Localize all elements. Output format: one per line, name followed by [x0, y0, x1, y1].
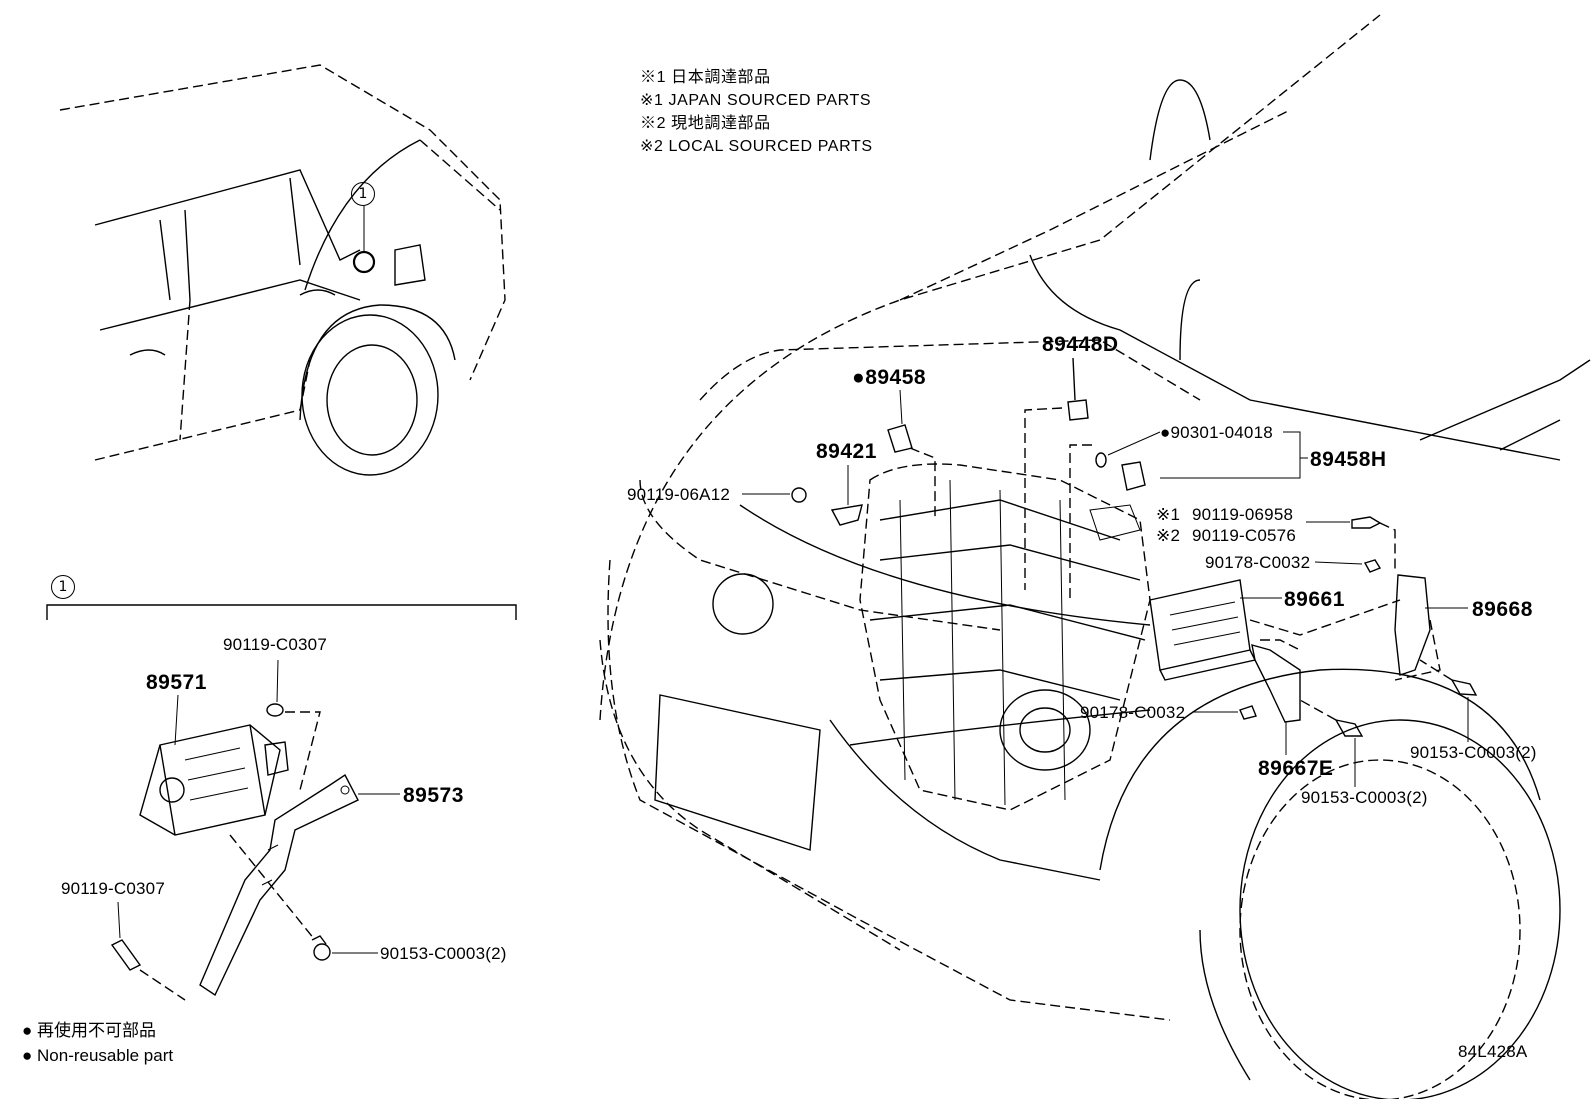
part-90153-C0003-right[interactable]: 90153-C0003(2): [1410, 743, 1537, 762]
front-car-illustration: [599, 14, 1591, 1099]
part-89661[interactable]: 89661: [1284, 588, 1345, 611]
part-89458[interactable]: ●89458: [852, 366, 927, 389]
note-local-en: ※2 LOCAL SOURCED PARTS: [640, 138, 873, 155]
part-90119-C0307-left[interactable]: 90119-C0307: [61, 879, 165, 898]
non-reusable-bullet-icon: ●: [22, 1021, 33, 1040]
part-90119-06A12[interactable]: 90119-06A12: [627, 485, 731, 504]
part-89458H[interactable]: 89458H: [1310, 448, 1387, 471]
non-reusable-bullet-icon: ●: [22, 1046, 33, 1065]
note-local-jp: ※2 現地調達部品: [640, 115, 771, 132]
part-90153-C0003-detail[interactable]: 90153-C0003(2): [380, 944, 507, 963]
part-89448D[interactable]: 89448D: [1042, 333, 1119, 356]
rear-car-illustration: [59, 64, 506, 476]
legend-en: ● Non-reusable part: [22, 1047, 173, 1064]
part-89667E[interactable]: 89667E: [1258, 757, 1334, 780]
diagram-code: 84L428A: [1458, 1042, 1528, 1061]
note-japan-jp: ※1 日本調達部品: [640, 69, 771, 86]
detail-bracket: [46, 604, 517, 620]
legend-en-text: Non-reusable part: [37, 1046, 174, 1065]
part-90119-C0307-top[interactable]: 90119-C0307: [223, 635, 327, 654]
part-90178-C0032-lower[interactable]: 90178-C0032: [1080, 703, 1186, 722]
part-89571[interactable]: 89571: [146, 671, 207, 694]
part-90153-C0003-mid[interactable]: 90153-C0003(2): [1301, 788, 1428, 807]
part-89668[interactable]: 89668: [1472, 598, 1533, 621]
part-89421[interactable]: 89421: [816, 440, 877, 463]
ref-marker-2: ※2: [1156, 526, 1181, 545]
front-parts-linework: [742, 357, 1478, 787]
non-reusable-bullet-icon: ●: [1160, 423, 1171, 442]
part-89573[interactable]: 89573: [403, 784, 464, 807]
engine-assembly: [739, 463, 1151, 811]
detail-assembly: [110, 659, 400, 1001]
ref-marker-1: ※1: [1156, 505, 1181, 524]
non-reusable-bullet-icon: ●: [852, 366, 866, 389]
part-90119-C0576[interactable]: 90119-C0576: [1192, 526, 1296, 545]
note-japan-en: ※1 JAPAN SOURCED PARTS: [640, 92, 872, 109]
detail-marker-1: 1: [51, 575, 75, 599]
part-90178-C0032-upper[interactable]: 90178-C0032: [1205, 553, 1311, 572]
legend-jp: ● 再使用不可部品: [22, 1022, 156, 1039]
callout-marker-1: 1: [351, 182, 375, 206]
part-90301-04018[interactable]: ●90301-04018: [1160, 423, 1273, 442]
part-90119-06958[interactable]: 90119-06958: [1192, 505, 1294, 524]
legend-jp-text: 再使用不可部品: [37, 1021, 157, 1040]
